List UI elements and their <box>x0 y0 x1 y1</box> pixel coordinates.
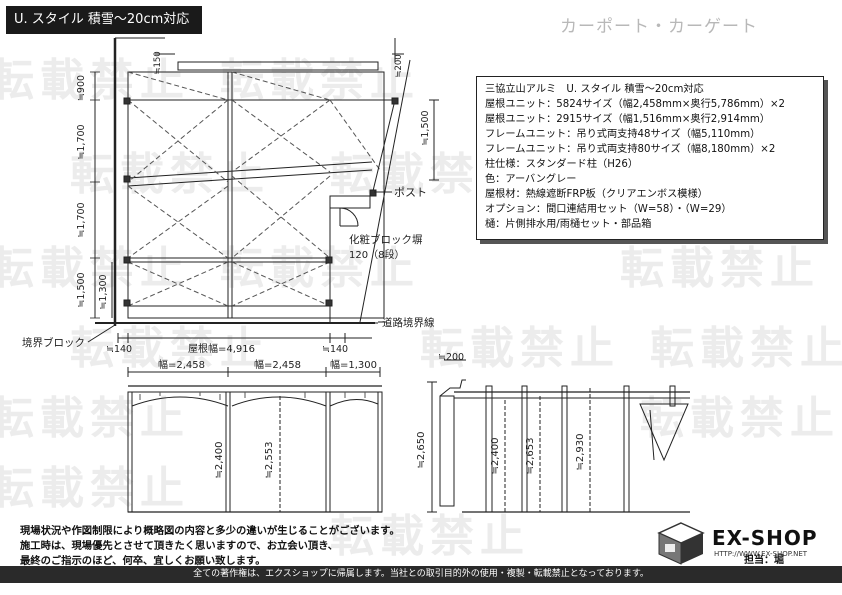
spec-line: 屋根ユニット：2915サイズ（幅1,516mm×奥行2,914mm） <box>485 114 770 125</box>
plan-left-dim: ≒1,700 <box>76 202 87 237</box>
plan-left-dim: ≒1,700 <box>76 124 87 159</box>
plan-left-dim: ≒1,300 <box>98 274 109 309</box>
plan-bottom-dim: ≒140 <box>322 344 348 355</box>
box-logo-icon <box>657 522 705 565</box>
spec-line: オプション：間口連結用セット（W=58）・（W=29） <box>485 204 732 215</box>
spec-line: 柱仕様：スタンダード柱（H26） <box>485 159 639 170</box>
plan-bottom-dim: 屋根幅=4,916 <box>188 342 255 355</box>
plan-top-dim-right: ≒200 <box>394 54 404 77</box>
front-width-dim: 幅=2,458 <box>158 358 205 371</box>
side-top-dim: ≒200 <box>438 352 464 363</box>
logo-url: HTTP://WWW.EX-SHOP.NET <box>714 550 808 558</box>
spec-line: 屋根材：熱線遮断FRP板（クリアエンボス模様） <box>485 189 708 200</box>
spec-line: 色：アーバングレー <box>485 174 577 185</box>
spec-line: 屋根ユニット：5824サイズ（幅2,458mm×奥行5,786mm）×2 <box>485 99 786 110</box>
side-height-dim: ≒2,400 <box>490 437 501 474</box>
brand-header: カーポート・カーゲート <box>560 17 758 37</box>
note-line: 最終のご指示のほど、何卒、宜しくお願い致します。 <box>20 555 266 567</box>
front-height-dim: ≒2,553 <box>264 441 275 478</box>
note-line: 施工時は、現場優先とさせて頂きたく思いますので、お立会い頂き、 <box>20 540 339 552</box>
block-wall-label: 化粧ブロック塀 <box>349 233 423 246</box>
post-label: ポスト <box>394 186 427 199</box>
note-line: 現場状況や作図制限により概略図の内容と多少の違いが生じることがございます。 <box>20 525 400 537</box>
block-wall-sub: 120（8段） <box>349 248 404 261</box>
drawing-title: U. スタイル 積雪～20cm対応 <box>6 6 202 34</box>
logo-name: EX-SHOP <box>712 526 818 550</box>
front-width-dim: 幅=1,300 <box>330 358 377 371</box>
logo: EX-SHOP HTTP://WWW.EX-SHOP.NET <box>656 520 832 566</box>
plan-left-dim: ≒900 <box>76 75 87 101</box>
plan-bottom-dim: ≒140 <box>106 344 132 355</box>
person-in-charge: 担当：堀 <box>744 555 784 566</box>
spec-line: 樋：片側排水用/雨樋セット・部品箱 <box>485 219 652 230</box>
side-height-dim: ≒2,653 <box>525 437 536 474</box>
plan-right-dim: ≒1,500 <box>420 110 431 145</box>
notes: 現場状況や作図制限により概略図の内容と多少の違いが生じることがございます。 施工… <box>20 524 400 569</box>
spec-line: フレームユニット：吊り式両支持80サイズ（幅8,180mm）×2 <box>485 144 776 155</box>
road-boundary-label: 道路境界線 <box>382 316 435 329</box>
plan-left-dim: ≒1,500 <box>76 272 87 307</box>
spec-line: 三協立山アルミ U. スタイル 積雪～20cm対応 <box>485 84 704 95</box>
side-height-dim: ≒2,650 <box>416 431 427 468</box>
side-height-dim: ≒2,930 <box>575 433 586 470</box>
plan-top-dim-left: ≒150 <box>153 51 163 74</box>
spec-line: フレームユニット：吊り式両支持48サイズ（幅5,110mm） <box>485 129 761 140</box>
boundary-block-label: 境界ブロック <box>22 336 85 349</box>
front-width-dim: 幅=2,458 <box>254 358 301 371</box>
footer-copyright: 全ての著作権は、エクスショップに帰属します。当社との取引目的外の使用・複製・転載… <box>0 566 842 583</box>
spec-box: 三協立山アルミ U. スタイル 積雪～20cm対応 屋根ユニット：5824サイズ… <box>476 76 824 240</box>
front-height-dim: ≒2,400 <box>214 441 225 478</box>
